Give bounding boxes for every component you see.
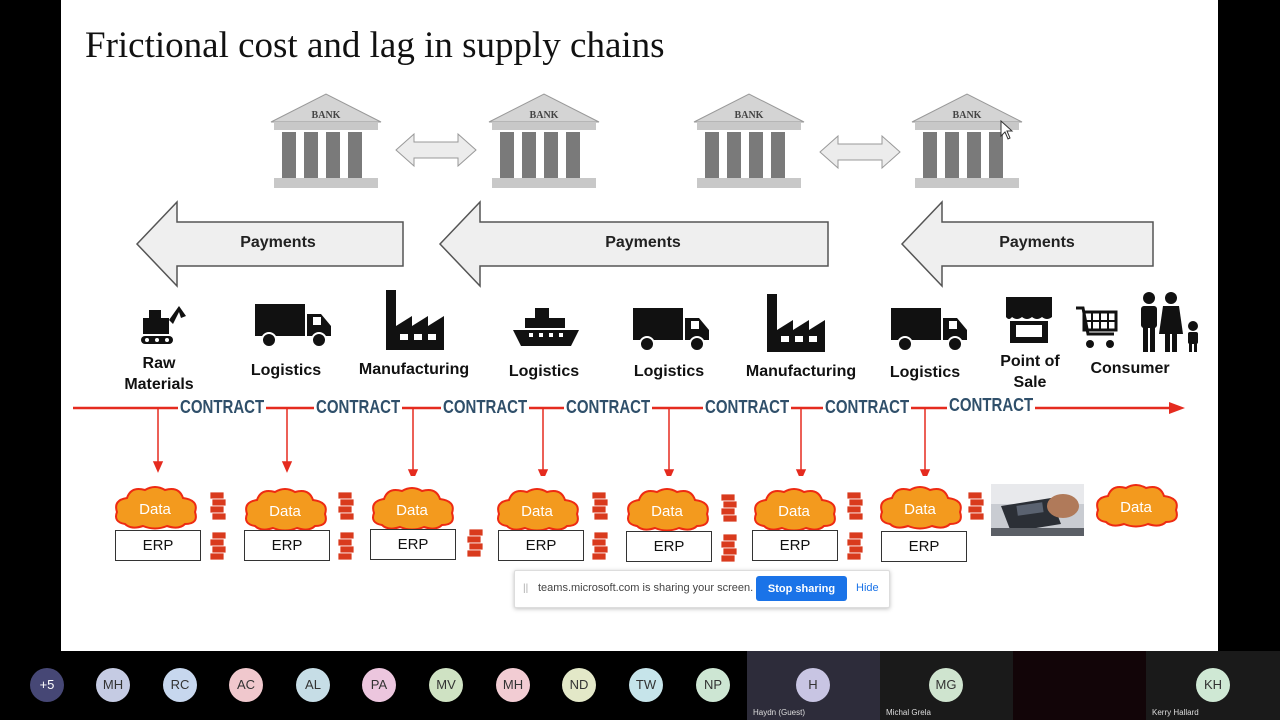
bank-icon: BANK [270, 93, 382, 188]
brick-wall-icon [591, 491, 609, 561]
erp-box: ERP [498, 530, 584, 561]
participant-avatar[interactable]: RC [163, 668, 197, 702]
contract-label: CONTRACT [947, 395, 1036, 416]
bank-label: BANK [530, 110, 559, 121]
slide-title: Frictional cost and lag in supply chains [85, 25, 665, 66]
stage-label-raw-materials: Raw Materials [124, 355, 194, 393]
shopping-cart-icon [1076, 306, 1118, 348]
stage-label-logistics: Logistics [508, 363, 580, 380]
payments-arrow-icon [438, 200, 829, 288]
data-cloud-icon: Data [372, 487, 454, 531]
stage-label-point-of-sale: Point of Sale [1000, 353, 1060, 391]
erp-box: ERP [244, 530, 330, 561]
participant-avatar[interactable]: AC [229, 668, 263, 702]
mouse-cursor-icon [1000, 120, 1014, 140]
contract-label: CONTRACT [703, 397, 792, 418]
bank-label: BANK [312, 110, 341, 121]
brick-wall-icon [466, 528, 484, 558]
card-terminal-image [991, 484, 1084, 536]
ship-icon [513, 308, 579, 346]
screen-sharing-bar: || teams.microsoft.com is sharing your s… [514, 570, 890, 608]
erp-box: ERP [370, 529, 456, 560]
contract-label: CONTRACT [314, 397, 403, 418]
brick-wall-icon [720, 493, 738, 563]
double-arrow-icon [819, 134, 901, 170]
payments-label: Payments [605, 234, 681, 251]
payments-arrow-icon [135, 200, 404, 288]
stage-label-logistics: Logistics [889, 364, 961, 381]
presentation-slide: Frictional cost and lag in supply chains… [61, 0, 1218, 651]
data-label: Data [269, 503, 301, 520]
participant-name: Kerry Hallard [1152, 708, 1199, 717]
participant-avatar[interactable]: MH [496, 668, 530, 702]
participant-avatar[interactable]: KH [1196, 668, 1230, 702]
stage-label-manufacturing: Manufacturing [358, 361, 470, 378]
stage-label-logistics: Logistics [633, 363, 705, 380]
data-label: Data [139, 501, 171, 518]
brick-wall-icon [967, 491, 985, 521]
data-label: Data [651, 503, 683, 520]
bank-icon: BANK [488, 93, 600, 188]
hide-button[interactable]: Hide [856, 582, 879, 594]
erp-box: ERP [115, 530, 201, 561]
contract-label: CONTRACT [564, 397, 653, 418]
data-cloud-icon: Data [115, 486, 197, 530]
participant-avatar[interactable]: MV [429, 668, 463, 702]
stage-label-consumer: Consumer [1090, 360, 1170, 377]
participant-name: Michal Grela [886, 708, 931, 717]
truck-icon [633, 308, 709, 352]
factory-icon [386, 290, 444, 350]
data-label: Data [1120, 499, 1152, 516]
bank-icon: BANK [693, 93, 805, 188]
participant-avatar[interactable]: TW [629, 668, 663, 702]
shop-stall-icon [1006, 297, 1052, 343]
participant-avatar[interactable]: MG [929, 668, 963, 702]
data-cloud-icon: Data [627, 488, 709, 532]
brick-wall-icon [209, 491, 227, 561]
payments-label: Payments [999, 234, 1075, 251]
data-cloud-icon: Data [754, 488, 836, 532]
data-cloud-icon: Data [1096, 484, 1178, 528]
stage-label-manufacturing: Manufacturing [745, 363, 857, 380]
data-label: Data [521, 503, 553, 520]
participant-avatar[interactable]: PA [362, 668, 396, 702]
double-arrow-icon [395, 132, 477, 168]
participant-avatar[interactable]: H [796, 668, 830, 702]
bank-label: BANK [735, 110, 764, 121]
data-label: Data [396, 502, 428, 519]
erp-box: ERP [626, 531, 712, 562]
data-label: Data [904, 501, 936, 518]
drag-handle-icon[interactable]: || [523, 583, 529, 594]
data-label: Data [778, 503, 810, 520]
erp-box: ERP [752, 530, 838, 561]
participant-name: Haydn (Guest) [753, 708, 806, 717]
data-cloud-icon: Data [880, 486, 962, 530]
family-icon [1141, 292, 1198, 352]
more-participants-button[interactable]: +5 [30, 668, 64, 702]
contract-label: CONTRACT [178, 397, 267, 418]
stage-label-logistics: Logistics [250, 362, 322, 379]
factory-icon [767, 294, 825, 352]
brick-wall-icon [337, 491, 355, 561]
contract-label: CONTRACT [823, 397, 912, 418]
bank-icon: BANK [911, 93, 1023, 188]
participant-avatar[interactable]: MH [96, 668, 130, 702]
data-cloud-icon: Data [245, 488, 327, 532]
erp-box: ERP [881, 531, 967, 562]
stop-sharing-button[interactable]: Stop sharing [756, 576, 847, 601]
participant-avatar[interactable]: NP [696, 668, 730, 702]
excavator-icon [141, 306, 186, 344]
participant-avatar[interactable]: AL [296, 668, 330, 702]
truck-icon [255, 304, 331, 348]
participant-video-tile[interactable] [1013, 651, 1146, 720]
payments-label: Payments [240, 234, 316, 251]
truck-icon [891, 308, 967, 352]
contract-label: CONTRACT [441, 397, 530, 418]
bank-label: BANK [953, 110, 982, 121]
participant-avatar[interactable]: ND [562, 668, 596, 702]
payments-arrow-icon [900, 200, 1154, 288]
sharing-status-text: teams.microsoft.com is sharing your scre… [538, 582, 754, 594]
brick-wall-icon [846, 491, 864, 561]
data-cloud-icon: Data [497, 488, 579, 532]
